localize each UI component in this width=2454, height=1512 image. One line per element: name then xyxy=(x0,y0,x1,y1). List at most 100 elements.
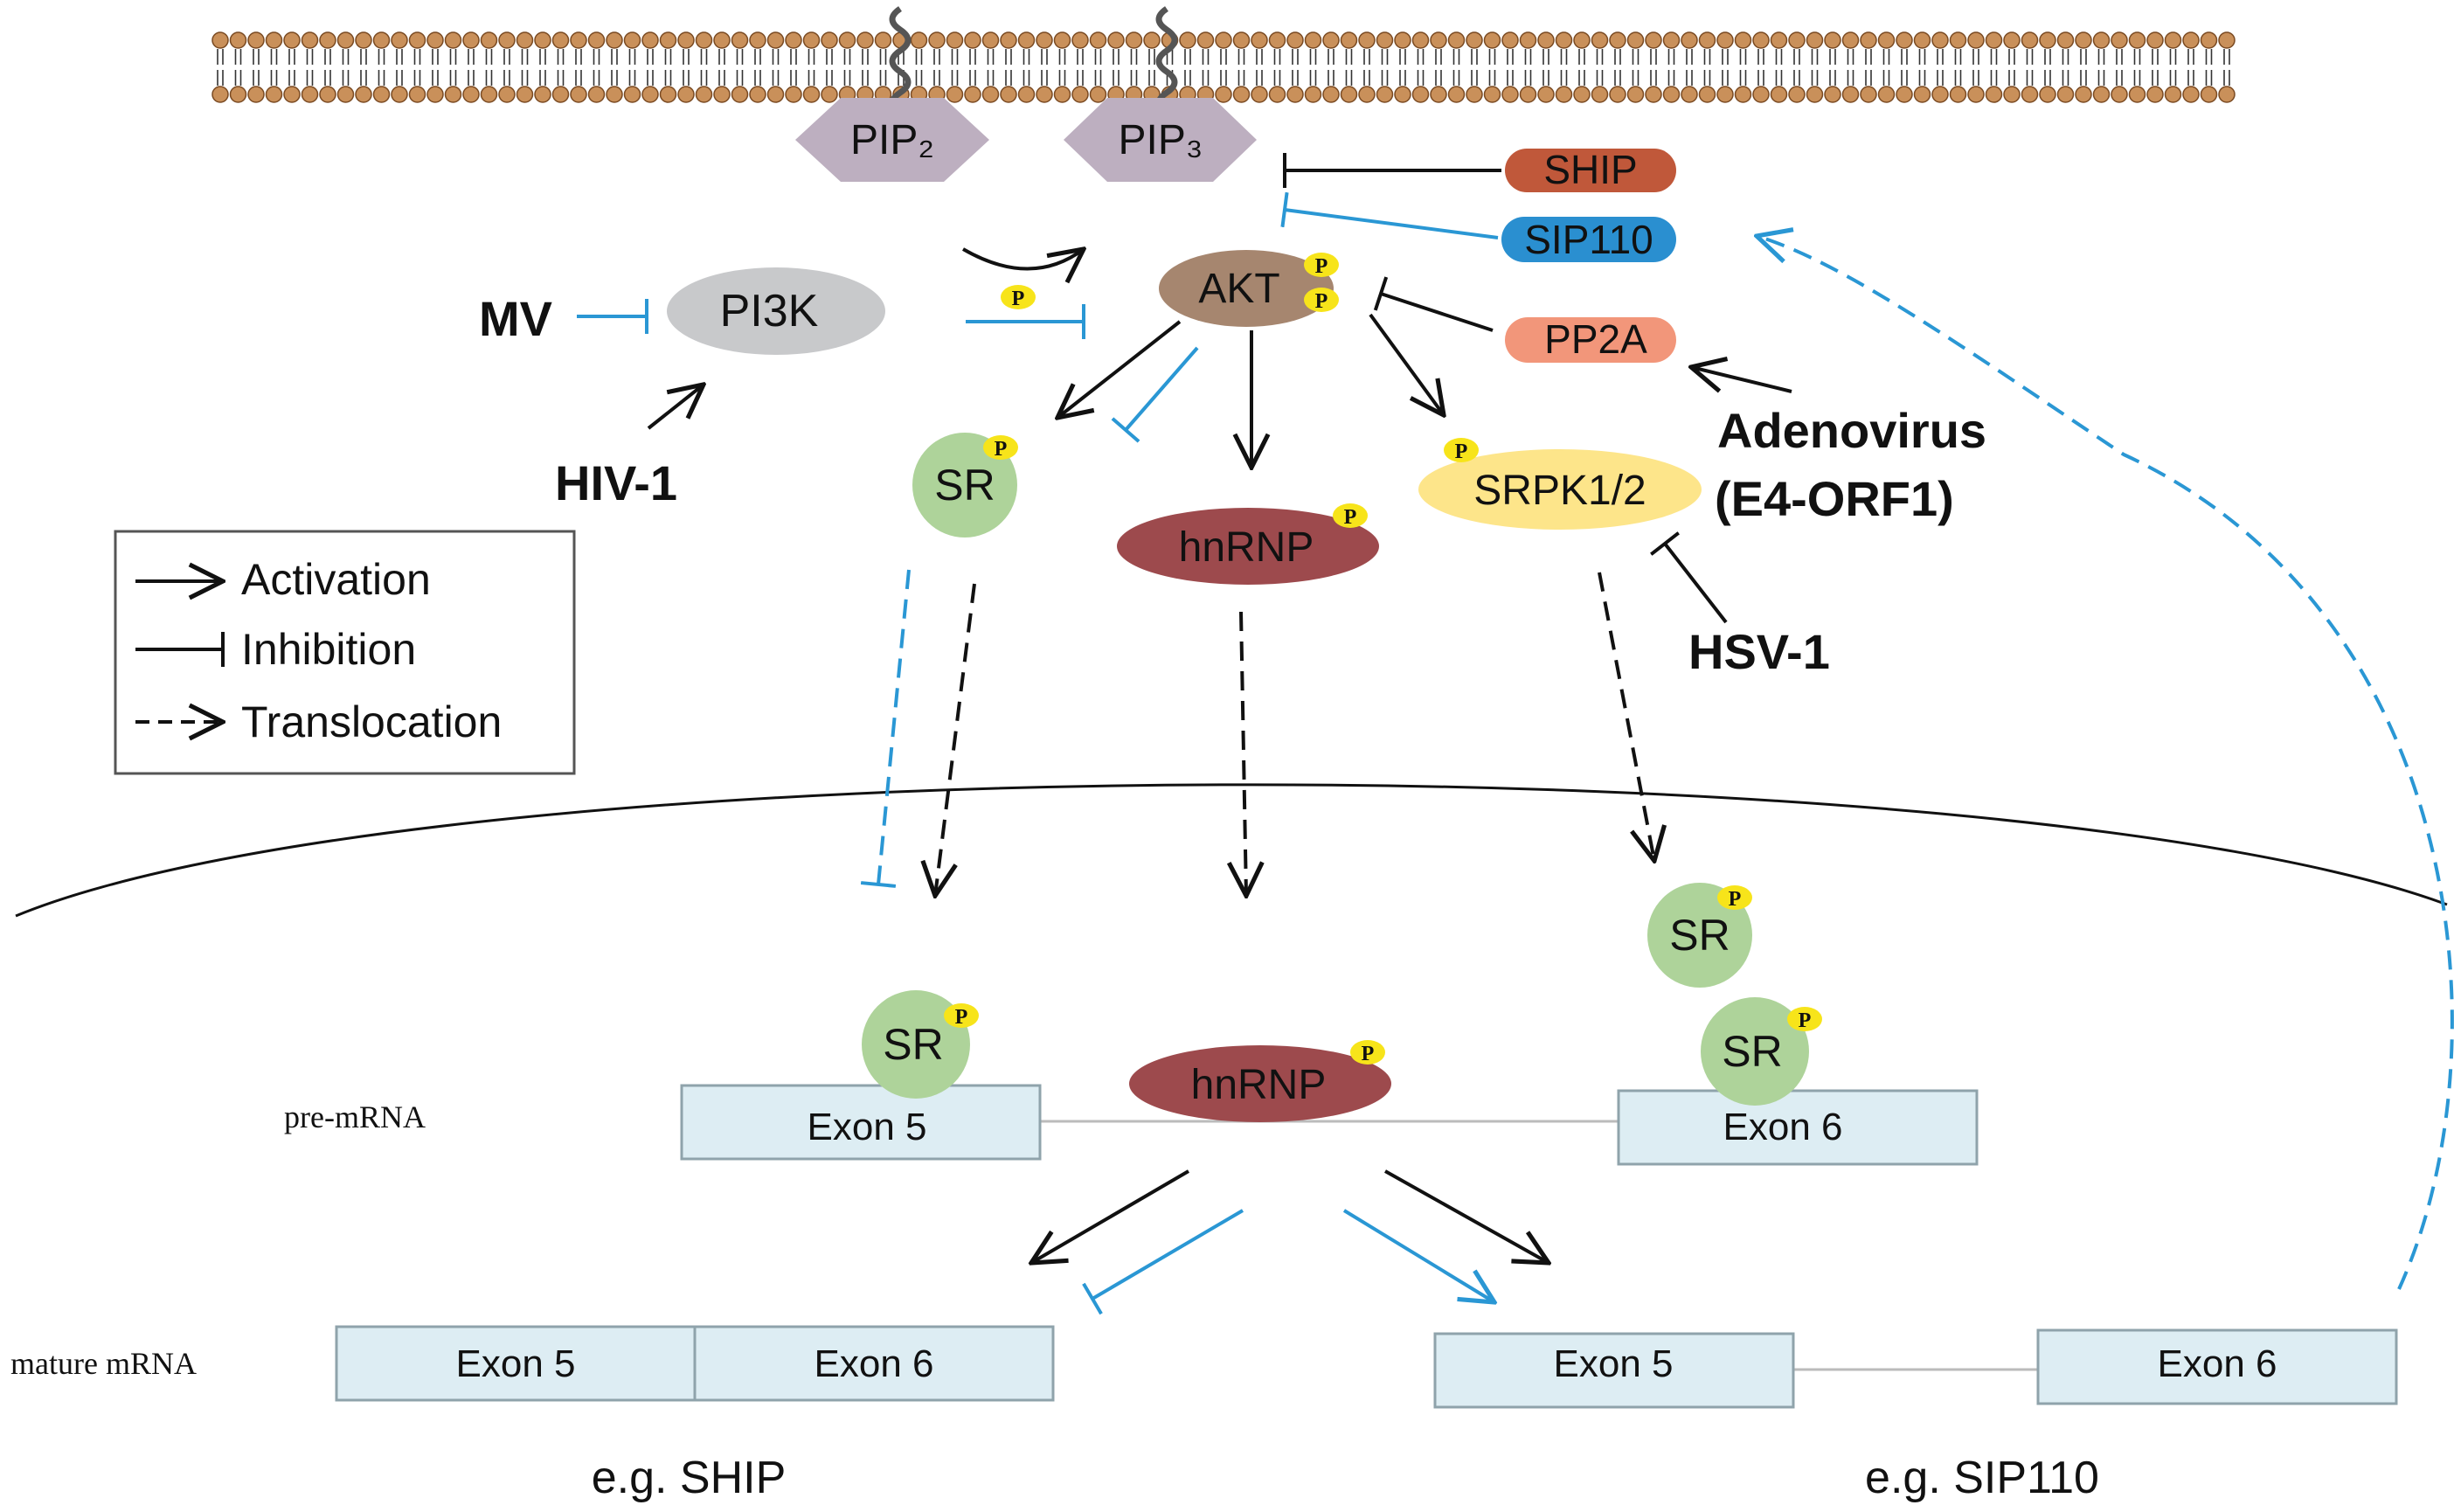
lipid-head-outer xyxy=(946,31,964,49)
lipid-head-outer xyxy=(2021,31,2039,49)
lipid-head-inner xyxy=(964,86,981,103)
lipid-head-inner xyxy=(1555,86,1573,103)
pre-mrna-exon6-label: Exon 6 xyxy=(1723,1106,1843,1148)
lipid-head-outer xyxy=(1107,31,1125,49)
lipid-head-inner xyxy=(372,86,391,103)
lipid-head-outer xyxy=(981,31,1000,49)
lipid-head-inner xyxy=(802,86,821,103)
lipid-head-inner xyxy=(1519,86,1537,103)
lipid-head-inner xyxy=(1268,86,1286,103)
lipid-head-outer xyxy=(695,31,713,49)
ship-protein xyxy=(1505,149,1676,192)
lipid-head-inner xyxy=(1251,86,1268,103)
lipid-head-outer xyxy=(2111,31,2128,49)
lipid-head-outer xyxy=(1626,31,1645,49)
legend: Activation Inhibition Translocation xyxy=(114,530,576,775)
lipid-head-outer xyxy=(1304,31,1322,49)
lipid-head-outer xyxy=(1609,31,1626,49)
lipid-head-outer xyxy=(1268,31,1286,49)
lipid-head-inner xyxy=(2075,86,2092,103)
lipid-head-outer xyxy=(731,31,749,49)
splice-left-activation xyxy=(1031,1169,1190,1263)
lipid-head-inner xyxy=(641,86,659,103)
hnrnp-label-cytoplasm: hnRNP xyxy=(1179,524,1314,571)
lipid-head-inner xyxy=(981,86,1000,103)
lipid-head-inner xyxy=(1681,86,1698,103)
lipid-head-inner xyxy=(1000,86,1017,103)
sr-protein-cytoplasm xyxy=(912,433,1017,538)
hnrnp-protein-nucleus xyxy=(1129,1045,1391,1122)
lipid-head-outer xyxy=(247,31,265,49)
pp2a-protein xyxy=(1505,317,1676,363)
lipid-head-outer xyxy=(1286,31,1304,49)
lipid-head-inner xyxy=(946,86,964,103)
lipid-head-outer xyxy=(1770,31,1788,49)
lipid-head-outer xyxy=(964,31,981,49)
lipid-head-outer xyxy=(1913,31,1931,49)
mature-right-exon5 xyxy=(1433,1332,1795,1409)
pre-mrna-exon6 xyxy=(1617,1089,1979,1166)
sr-nucleus-free-phospho xyxy=(1717,885,1752,910)
sip110-label: SIP110 xyxy=(1524,217,1653,262)
lipid-head-outer xyxy=(1591,31,1609,49)
lipid-head-inner xyxy=(1483,86,1501,103)
legend-inhibition-label: Inhibition xyxy=(241,625,416,674)
lipid-head-outer xyxy=(1985,31,2003,49)
mature-mrna-label: mature mRNA xyxy=(10,1346,197,1381)
pip3-hexagon xyxy=(1064,98,1257,182)
lipid-head-outer xyxy=(534,31,551,49)
lipid-head-outer xyxy=(1519,31,1537,49)
sr-exon6-phospho xyxy=(1787,1007,1822,1031)
adenovirus-label: Adenovirus xyxy=(1717,403,1986,458)
lipid-head-outer xyxy=(1447,31,1466,49)
pp2a-inhibits-akt xyxy=(1373,276,1494,332)
lipid-head-outer xyxy=(1537,31,1555,49)
lipid-head-outer xyxy=(355,31,372,49)
example-right-label: e.g. SIP110 xyxy=(1865,1453,2099,1503)
lipid-head-outer xyxy=(1358,31,1376,49)
lipid-head-outer xyxy=(498,31,516,49)
lipid-head-outer xyxy=(641,31,659,49)
lipid-head-inner xyxy=(2092,86,2111,103)
lipid-head-outer xyxy=(1752,31,1770,49)
lipid-head-inner xyxy=(1770,86,1788,103)
lipid-head-outer xyxy=(1967,31,1985,49)
pip2-hexagon xyxy=(795,98,989,182)
lipid-head-outer xyxy=(1788,31,1806,49)
mature-right-exon6 xyxy=(2036,1328,2398,1405)
lipid-head-inner xyxy=(2182,86,2200,103)
lipid-head-inner xyxy=(1394,86,1411,103)
lipid-head-inner xyxy=(229,86,247,103)
lipid-head-outer xyxy=(211,31,229,49)
sr-label-exon6: SR xyxy=(1722,1027,1782,1076)
lipid-head-outer xyxy=(1824,31,1841,49)
lipid-head-outer xyxy=(821,31,838,49)
lipid-head-outer xyxy=(2218,31,2236,49)
lipid-head-inner xyxy=(1017,86,1036,103)
lipid-head-inner xyxy=(1645,86,1662,103)
lipid-head-outer xyxy=(1806,31,1824,49)
lipid-head-inner xyxy=(2056,86,2075,103)
lipid-head-outer xyxy=(1196,31,1215,49)
lipid-head-outer xyxy=(1089,31,1107,49)
hnrnp-cytoplasm-phospho-label: P xyxy=(1344,506,1357,529)
lipid-head-outer xyxy=(606,31,623,49)
lipid-head-outer xyxy=(570,31,587,49)
sr-protein-nucleus-free xyxy=(1647,883,1752,988)
lipid-head-inner xyxy=(336,86,355,103)
lipid-head-inner xyxy=(355,86,372,103)
lipid-head-inner xyxy=(444,86,462,103)
lipid-head-outer xyxy=(1251,31,1268,49)
srpk-label: SRPK1/2 xyxy=(1473,468,1646,514)
mature-right-exon5-label: Exon 5 xyxy=(1554,1342,1674,1385)
akt-protein xyxy=(1159,250,1334,327)
lipid-head-outer xyxy=(874,31,892,49)
hnrnp-protein-cytoplasm xyxy=(1117,508,1379,585)
hnrnp-nucleus-phospho xyxy=(1350,1040,1385,1065)
lipid-head-inner xyxy=(2039,86,2056,103)
lipid-head-inner xyxy=(247,86,265,103)
lipid-head-inner xyxy=(713,86,731,103)
akt-label: AKT xyxy=(1198,266,1279,312)
lipid-head-outer xyxy=(2039,31,2056,49)
lipid-head-outer xyxy=(1698,31,1716,49)
